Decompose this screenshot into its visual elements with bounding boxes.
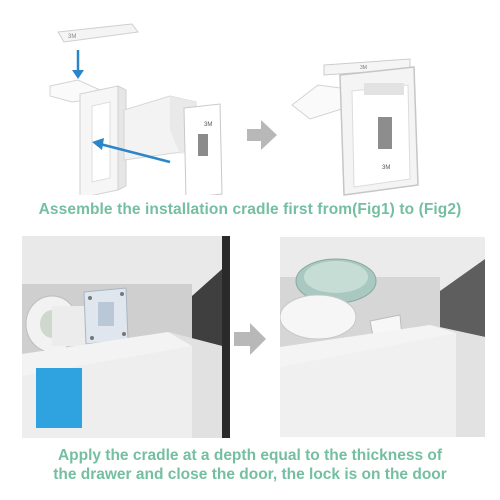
installation-caption-line-2: the drawer and close the door, the lock …: [53, 466, 447, 483]
drawer-install-photo: [22, 236, 230, 438]
right-arrow-icon: [247, 120, 277, 150]
svg-text:3M: 3M: [68, 34, 76, 40]
blue-marker: [36, 368, 82, 428]
adhesive-pad: 3M: [57, 23, 139, 43]
svg-text:3M: 3M: [382, 165, 390, 171]
drawer-closed-illustration: [280, 237, 485, 437]
back-plate: 3M: [183, 103, 223, 195]
down-arrow-icon: [72, 50, 84, 79]
figure-1-exploded-cradle: 3M 3M: [49, 23, 223, 195]
svg-text:3M: 3M: [360, 65, 367, 71]
drawer-install-illustration: [22, 236, 230, 438]
installation-caption-line-1: Apply the cradle at a depth equal to the…: [57, 447, 443, 464]
installation-caption: Apply the cradle at a depth equal to the…: [0, 446, 500, 484]
drawer-closed-photo: [280, 237, 485, 437]
svg-text:3M: 3M: [204, 122, 212, 128]
right-arrow-icon: [234, 323, 266, 355]
assembly-caption: Assemble the installation cradle first f…: [38, 201, 462, 218]
left-arrow-icon: [92, 138, 171, 164]
mounted-cradle: [83, 287, 129, 345]
figure-2-assembled-cradle: 3M 3M: [291, 58, 419, 196]
